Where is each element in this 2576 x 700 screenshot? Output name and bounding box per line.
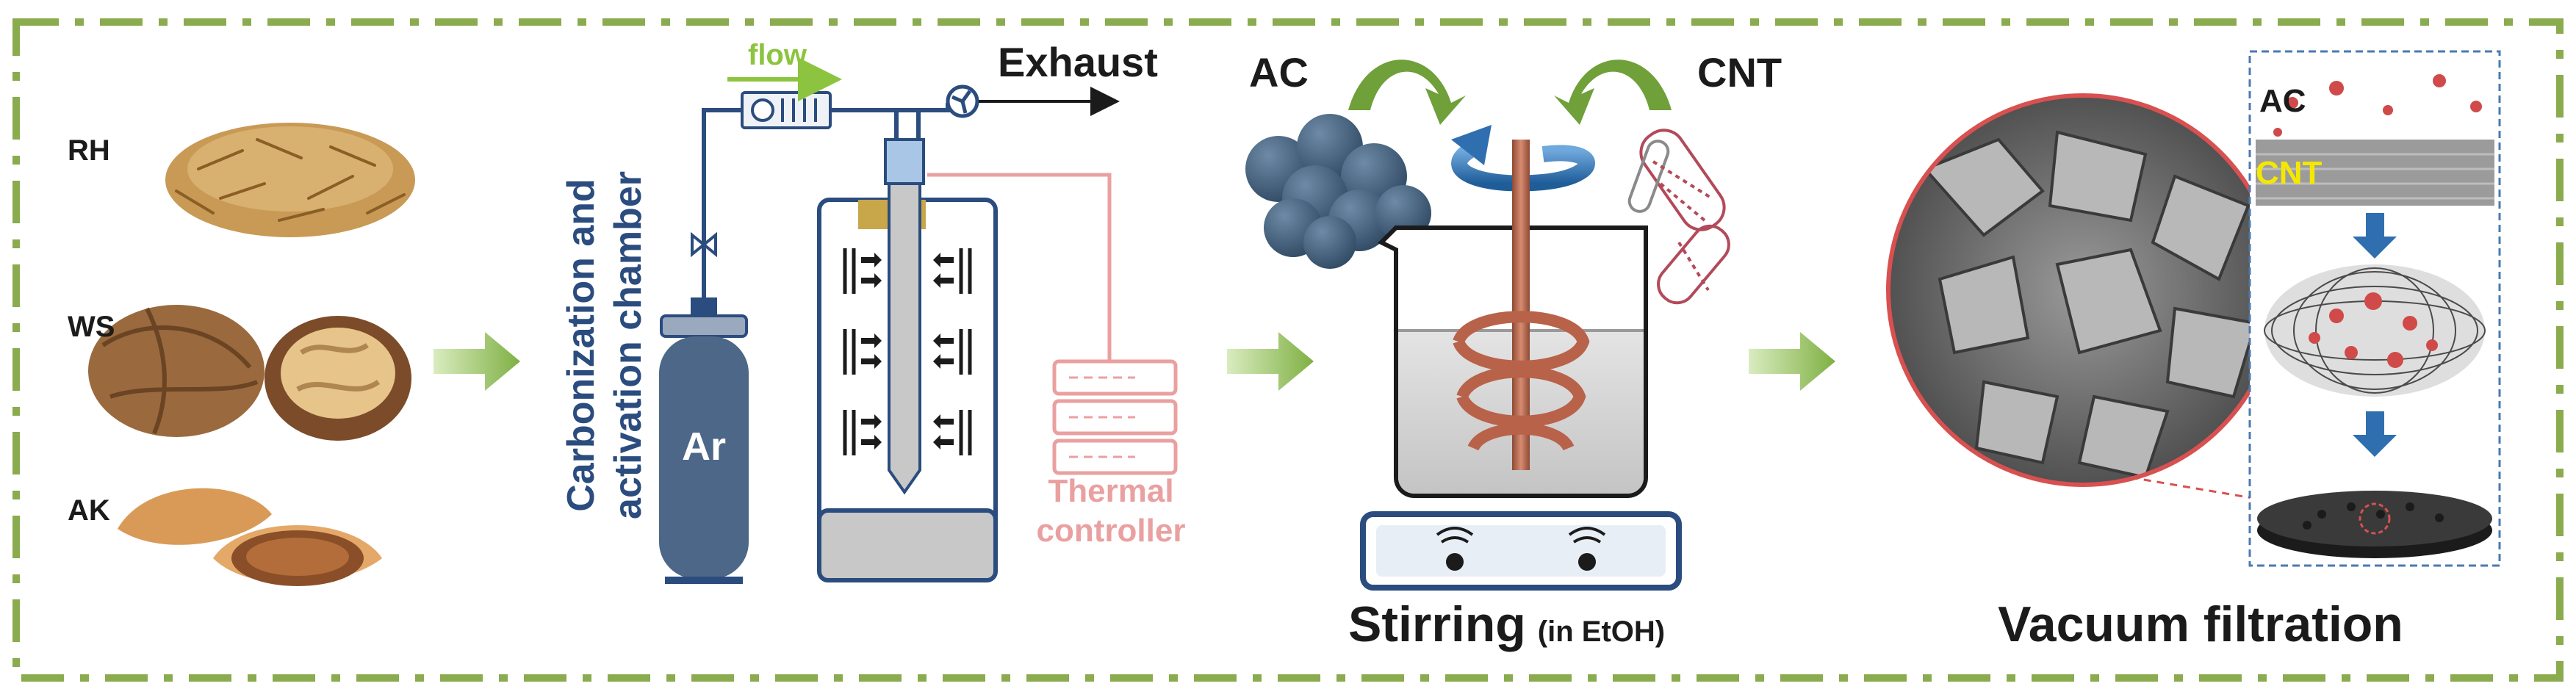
gas-cylinder-icon	[659, 297, 749, 584]
biomass-label-ak: AK	[68, 494, 110, 527]
fan-icon	[946, 84, 979, 118]
green-arrow-icon	[1227, 332, 1314, 391]
cnt-curved-arrow	[1554, 59, 1672, 125]
chamber-label-line1: Carbonization and	[560, 178, 602, 512]
stirring-text: Stirring	[1348, 596, 1526, 652]
heating-elements	[843, 248, 972, 455]
biomass-almond-shell	[118, 488, 382, 586]
gas-label: Ar	[682, 425, 726, 469]
flow-meter-icon	[741, 91, 832, 129]
filtration-panel	[2248, 50, 2501, 567]
gas-pipe	[702, 103, 950, 297]
biomass-walnut-shell	[88, 305, 411, 441]
controller-label-line2: controller	[1037, 513, 1186, 549]
ac-curved-arrow	[1348, 59, 1466, 125]
carbon-nanotubes	[1627, 129, 1730, 305]
filtration-title: Vacuum filtration	[1998, 596, 2403, 652]
filtration-ac-label: AC	[2259, 83, 2306, 119]
rotation-arrow-icon	[1451, 125, 1595, 192]
stirring-label: Stirring (in EtOH)	[1348, 596, 1665, 652]
diagram-frame	[12, 18, 2564, 682]
hot-plate-icon	[1360, 511, 1682, 591]
chamber-label-line2: activation chamber	[607, 171, 650, 519]
thermal-controller-icon	[1052, 359, 1178, 475]
valve-icon	[691, 231, 717, 258]
activated-carbon-particles	[1245, 114, 1431, 269]
green-arrow-icon	[433, 332, 520, 391]
biomass-label-rh: RH	[68, 134, 110, 167]
thermocouple-wire	[927, 173, 1112, 360]
mixing-cnt-label: CNT	[1697, 49, 1782, 95]
controller-label-line1: Thermal	[1048, 473, 1173, 509]
stirrer-icon	[1453, 140, 1590, 470]
biomass-rice-husk	[165, 123, 415, 237]
biomass-label-ws: WS	[68, 311, 115, 343]
heat-arrows	[861, 253, 954, 450]
mixing-ac-label: AC	[1249, 49, 1309, 95]
exhaust-label: Exhaust	[998, 39, 1158, 85]
sem-image	[1886, 93, 2280, 487]
membrane-disc-icon	[2257, 491, 2492, 558]
filtration-cnt-label: CNT	[2256, 155, 2323, 191]
green-arrow-icon	[1749, 332, 1835, 391]
flow-label: flow	[748, 39, 807, 71]
solvent-text: (in EtOH)	[1538, 616, 1665, 648]
